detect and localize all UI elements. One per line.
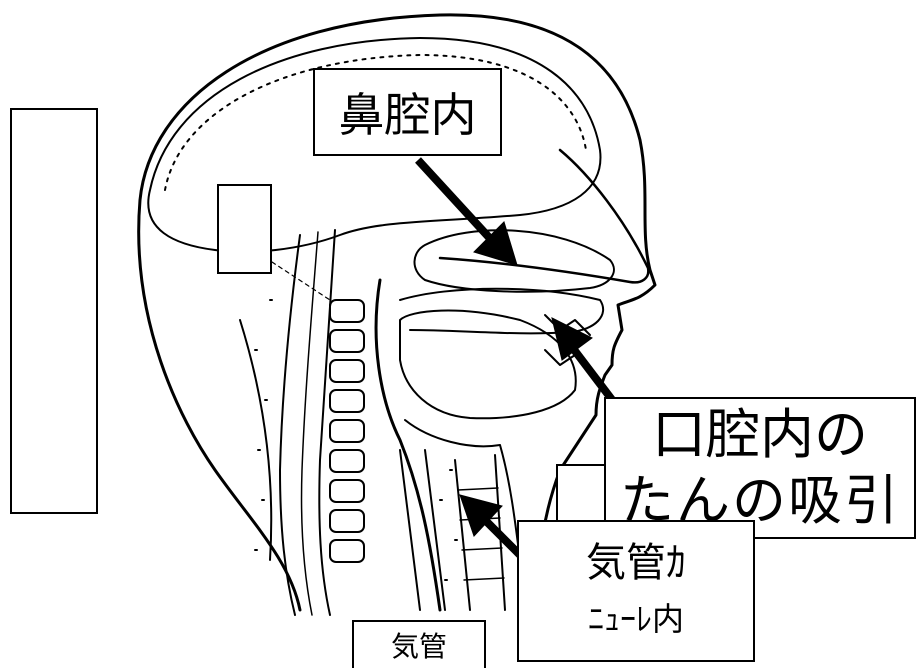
pharynx-front bbox=[404, 419, 521, 561]
arrow-nasal-head bbox=[473, 221, 518, 266]
teeth bbox=[544, 314, 591, 366]
spine-back bbox=[279, 234, 301, 616]
arrow-nasal bbox=[415, 157, 499, 248]
empty-label-box-right bbox=[556, 464, 606, 528]
leader-line bbox=[271, 261, 331, 301]
spine-front bbox=[318, 229, 336, 616]
oral-suction-label: 口腔内の たんの吸引 bbox=[604, 397, 916, 539]
arrow-oral bbox=[568, 344, 620, 408]
arrow-tracheal-head bbox=[459, 494, 503, 537]
empty-label-box-upper bbox=[217, 184, 272, 274]
nasal-cavity-label: 鼻腔内 bbox=[313, 68, 502, 156]
pharynx-back bbox=[374, 278, 442, 612]
tracheal-cannula-label: 気管ｶ ﾆｭｰﾚ内 bbox=[517, 520, 755, 662]
oral-suction-text-line1: 口腔内の bbox=[652, 403, 868, 466]
tracheal-cannula-text-line1: 気管ｶ bbox=[586, 540, 686, 586]
vertebrae bbox=[329, 299, 365, 563]
trachea-text: 気管 bbox=[390, 630, 447, 663]
palate bbox=[399, 287, 605, 335]
trachea-label: 気管 bbox=[352, 620, 486, 668]
tracheal-cannula-text-line2: ﾆｭｰﾚ内 bbox=[587, 600, 684, 638]
nasal-cavity bbox=[413, 229, 615, 293]
spinal-cord bbox=[300, 231, 319, 616]
nasal-cavity-text: 鼻腔内 bbox=[338, 88, 477, 142]
esophagus bbox=[399, 449, 446, 611]
tongue bbox=[399, 309, 577, 420]
skull-dotted bbox=[164, 54, 587, 191]
arrow-oral-head bbox=[551, 317, 593, 361]
head-outline bbox=[137, 13, 657, 612]
empty-label-box-left bbox=[10, 108, 98, 514]
pointer-arrows bbox=[415, 157, 620, 586]
neck-back bbox=[239, 319, 273, 561]
